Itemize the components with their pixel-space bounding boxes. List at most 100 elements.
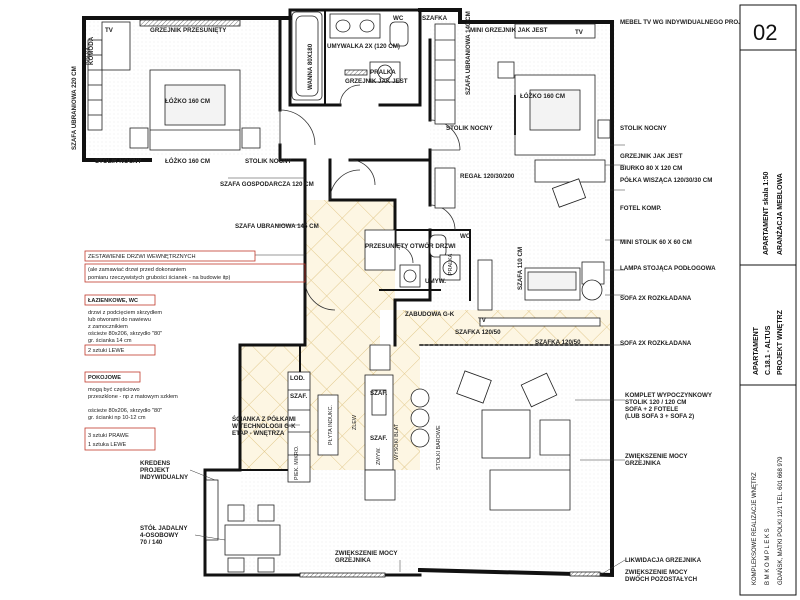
label-radiator-up-1b: GRZEJNIKA	[625, 460, 661, 467]
dining-table	[224, 524, 281, 556]
room-doors-line-6: 1 sztuka LEWE	[88, 442, 127, 448]
company-line-2: B M K O M P L E K S	[765, 528, 771, 585]
label-radiator-removed: LIKWIDACJA GRZEJNIKA	[625, 557, 702, 564]
bedroom-left-furniture	[87, 19, 261, 151]
label-wardrobe-110: SZAFA 110 CM	[517, 247, 524, 290]
tv-cabinet	[514, 23, 596, 39]
room-doors-title: POKOJOWE	[88, 375, 121, 381]
guest-room-furniture	[477, 259, 605, 311]
bath-doors-title-box	[84, 294, 156, 306]
shelf-unit	[434, 167, 456, 209]
label-mini-radiator: MINI GRZEJNIK JAK JEST	[470, 27, 548, 34]
door-notes-warning-box	[84, 263, 306, 283]
label-wardrobe-145: SZAFA UBRANIOWA 145 CM	[235, 223, 319, 230]
label-moved-door: PRZESUNIĘTY OTWÓR DRZWI	[365, 242, 456, 250]
label-dishwasher: ZMYW.	[376, 447, 382, 465]
wardrobe-right	[434, 23, 456, 125]
project-line-1: APARTAMENT	[753, 326, 760, 375]
radiator-dining	[299, 572, 386, 578]
sideboard	[205, 479, 219, 541]
label-sofa-bed-1: SOFA 2X ROZKŁADANA	[620, 295, 692, 302]
label-wc-2: WC	[460, 233, 471, 240]
nightstand-left-1	[129, 127, 149, 149]
label-sink-double: UMYWALKA 2X (120 CM)	[327, 43, 400, 50]
label-tv-furniture: MEBEL TV WG INDYWIDUALNEGO PROJEKTU	[620, 19, 759, 26]
door-notes-warning-2: pomiaru rzeczywistych grubości ścianek -…	[88, 275, 231, 281]
label-cabinet-k1: SZAF.	[290, 393, 307, 400]
label-mini-table: MINI STOLIK 60 X 60 CM	[620, 239, 692, 246]
room-doors-line-5: 3 sztuki PRAWE	[88, 433, 129, 439]
label-oven-micro: PIEK. MIKRO.	[294, 446, 300, 480]
label-wc-1: WC	[393, 15, 404, 22]
label-wardrobe-220: SZAFA UBRANIOWA 220 CM	[71, 66, 78, 150]
label-sideboard-2: PROJEKT	[140, 467, 169, 474]
company-line-3: GDAŃSK, MATKI POLKI 12/1 TEL. 601 668 97…	[777, 456, 784, 585]
label-lounge-set-3: SOFA + 2 FOTELE	[625, 406, 678, 413]
label-cabinet-k2: SZAF.	[370, 390, 387, 397]
bar-stool-1	[410, 388, 430, 408]
door-notes-warning-1: (ale zamawiać drzwi przed dokonaniem	[88, 267, 186, 273]
label-lounge-set-4: (LUB SOFA 3 + SOFA 2)	[625, 413, 694, 420]
label-bed-left-bottom: ŁÓŻKO 160 CM	[165, 157, 210, 165]
chair-2	[257, 504, 275, 522]
bath-doors-line-5: gr. ścianka 14 cm	[88, 338, 132, 344]
living-room-furniture	[456, 317, 601, 511]
drawing-title: ARANŻACJA MEBLOWA	[776, 173, 784, 255]
label-radiator-up-1a: ZWIĘKSZENIE MOCY	[625, 453, 688, 460]
label-partition-2: W TECHNOLOGII G-K	[232, 423, 296, 430]
kitchen-furniture	[287, 344, 430, 501]
label-induction-hob: PŁYTA INDUKC.	[328, 405, 334, 445]
wardrobe-110	[477, 259, 493, 311]
room-doors-qty-box	[84, 427, 156, 451]
label-floor-lamp: LAMPA STOJĄCA PODŁOGOWA	[620, 265, 716, 272]
door-notes: ZESTAWIENIE DRZWI WEWNĘTRZNYCH (ale zama…	[84, 250, 306, 451]
label-radiator-up-3b: DWÓCH POZOSTAŁYCH	[625, 575, 698, 583]
label-bed-right: ŁÓŻKO 160 CM	[520, 92, 565, 100]
label-sideboard-1: KREDENS	[140, 460, 170, 467]
label-nightstand-top: STOLIK NOCNY	[446, 125, 494, 132]
bath-doors-line-3: z zamocznikiem	[88, 324, 128, 330]
label-dining-2: 4-OSOBOWY	[140, 532, 179, 539]
room-doors-line-4: gr. ścianki np 10-12 cm	[88, 415, 146, 421]
label-drywall: ZABUDOWA G-K	[405, 311, 455, 318]
bar-stool-2	[410, 408, 430, 428]
toilet-top	[389, 21, 409, 47]
label-high-counter: WYSOKI BLAT	[394, 423, 400, 460]
label-tv-3: TV	[478, 317, 487, 324]
induction-hob	[317, 394, 339, 456]
wardrobe-hall	[364, 229, 396, 271]
chair-1	[227, 504, 245, 522]
label-bookshelf: REGAŁ 120/30/200	[460, 173, 515, 180]
label-cabinet-top: SZAFKA	[422, 15, 448, 22]
project-line-2: C.18.1 - ALTUS	[765, 325, 772, 375]
door-notes-header-box	[84, 250, 256, 262]
label-utility-wardrobe: SZAFA GOSPODARCZA 120 CM	[220, 181, 314, 188]
label-lounge-set-2: STOLIK 120 / 120 CM	[625, 399, 686, 406]
nightstand-left-2	[241, 127, 261, 149]
label-komoda: KOMODA	[88, 36, 95, 65]
room-doors-title-box	[84, 371, 141, 383]
bath-doors-line-1: drzwi z podcięciem skrzydłem	[88, 310, 162, 316]
label-partition-3: ETAP - WNĘTRZA	[232, 430, 285, 437]
desk-chair	[551, 178, 587, 208]
label-bathtub: WANNA 80X180	[307, 43, 314, 90]
label-cabinet-k3: SZAF.	[370, 435, 387, 442]
label-washbasin: UMYW.	[425, 278, 446, 285]
bathroom-top-fixtures	[291, 11, 409, 101]
bath-doors-qty-box	[84, 344, 156, 356]
radiator-left	[139, 19, 241, 27]
label-lounge-set: KOMPLET WYPOCZYNKOWY	[625, 392, 713, 399]
bath-doors-line-4: ościeże 80x206, skrzydło "80"	[88, 331, 162, 337]
scale-title: APARTAMENT skala 1:50	[763, 172, 770, 255]
nightstand-right-1	[497, 61, 515, 79]
tv-cabinet-living	[479, 317, 601, 327]
label-sideboard-3: INDYWIDUALNY	[140, 474, 189, 481]
radiator-living	[569, 571, 601, 577]
label-nightstand-right: STOLIK NOCNY	[620, 125, 668, 132]
kitchen-island	[364, 374, 394, 471]
label-washer-1: PRALKA	[370, 69, 396, 76]
label-wardrobe-140: SZAFA UBRANIOWA 140 CM	[465, 11, 472, 95]
chair-4	[257, 557, 275, 573]
desk	[534, 159, 606, 183]
